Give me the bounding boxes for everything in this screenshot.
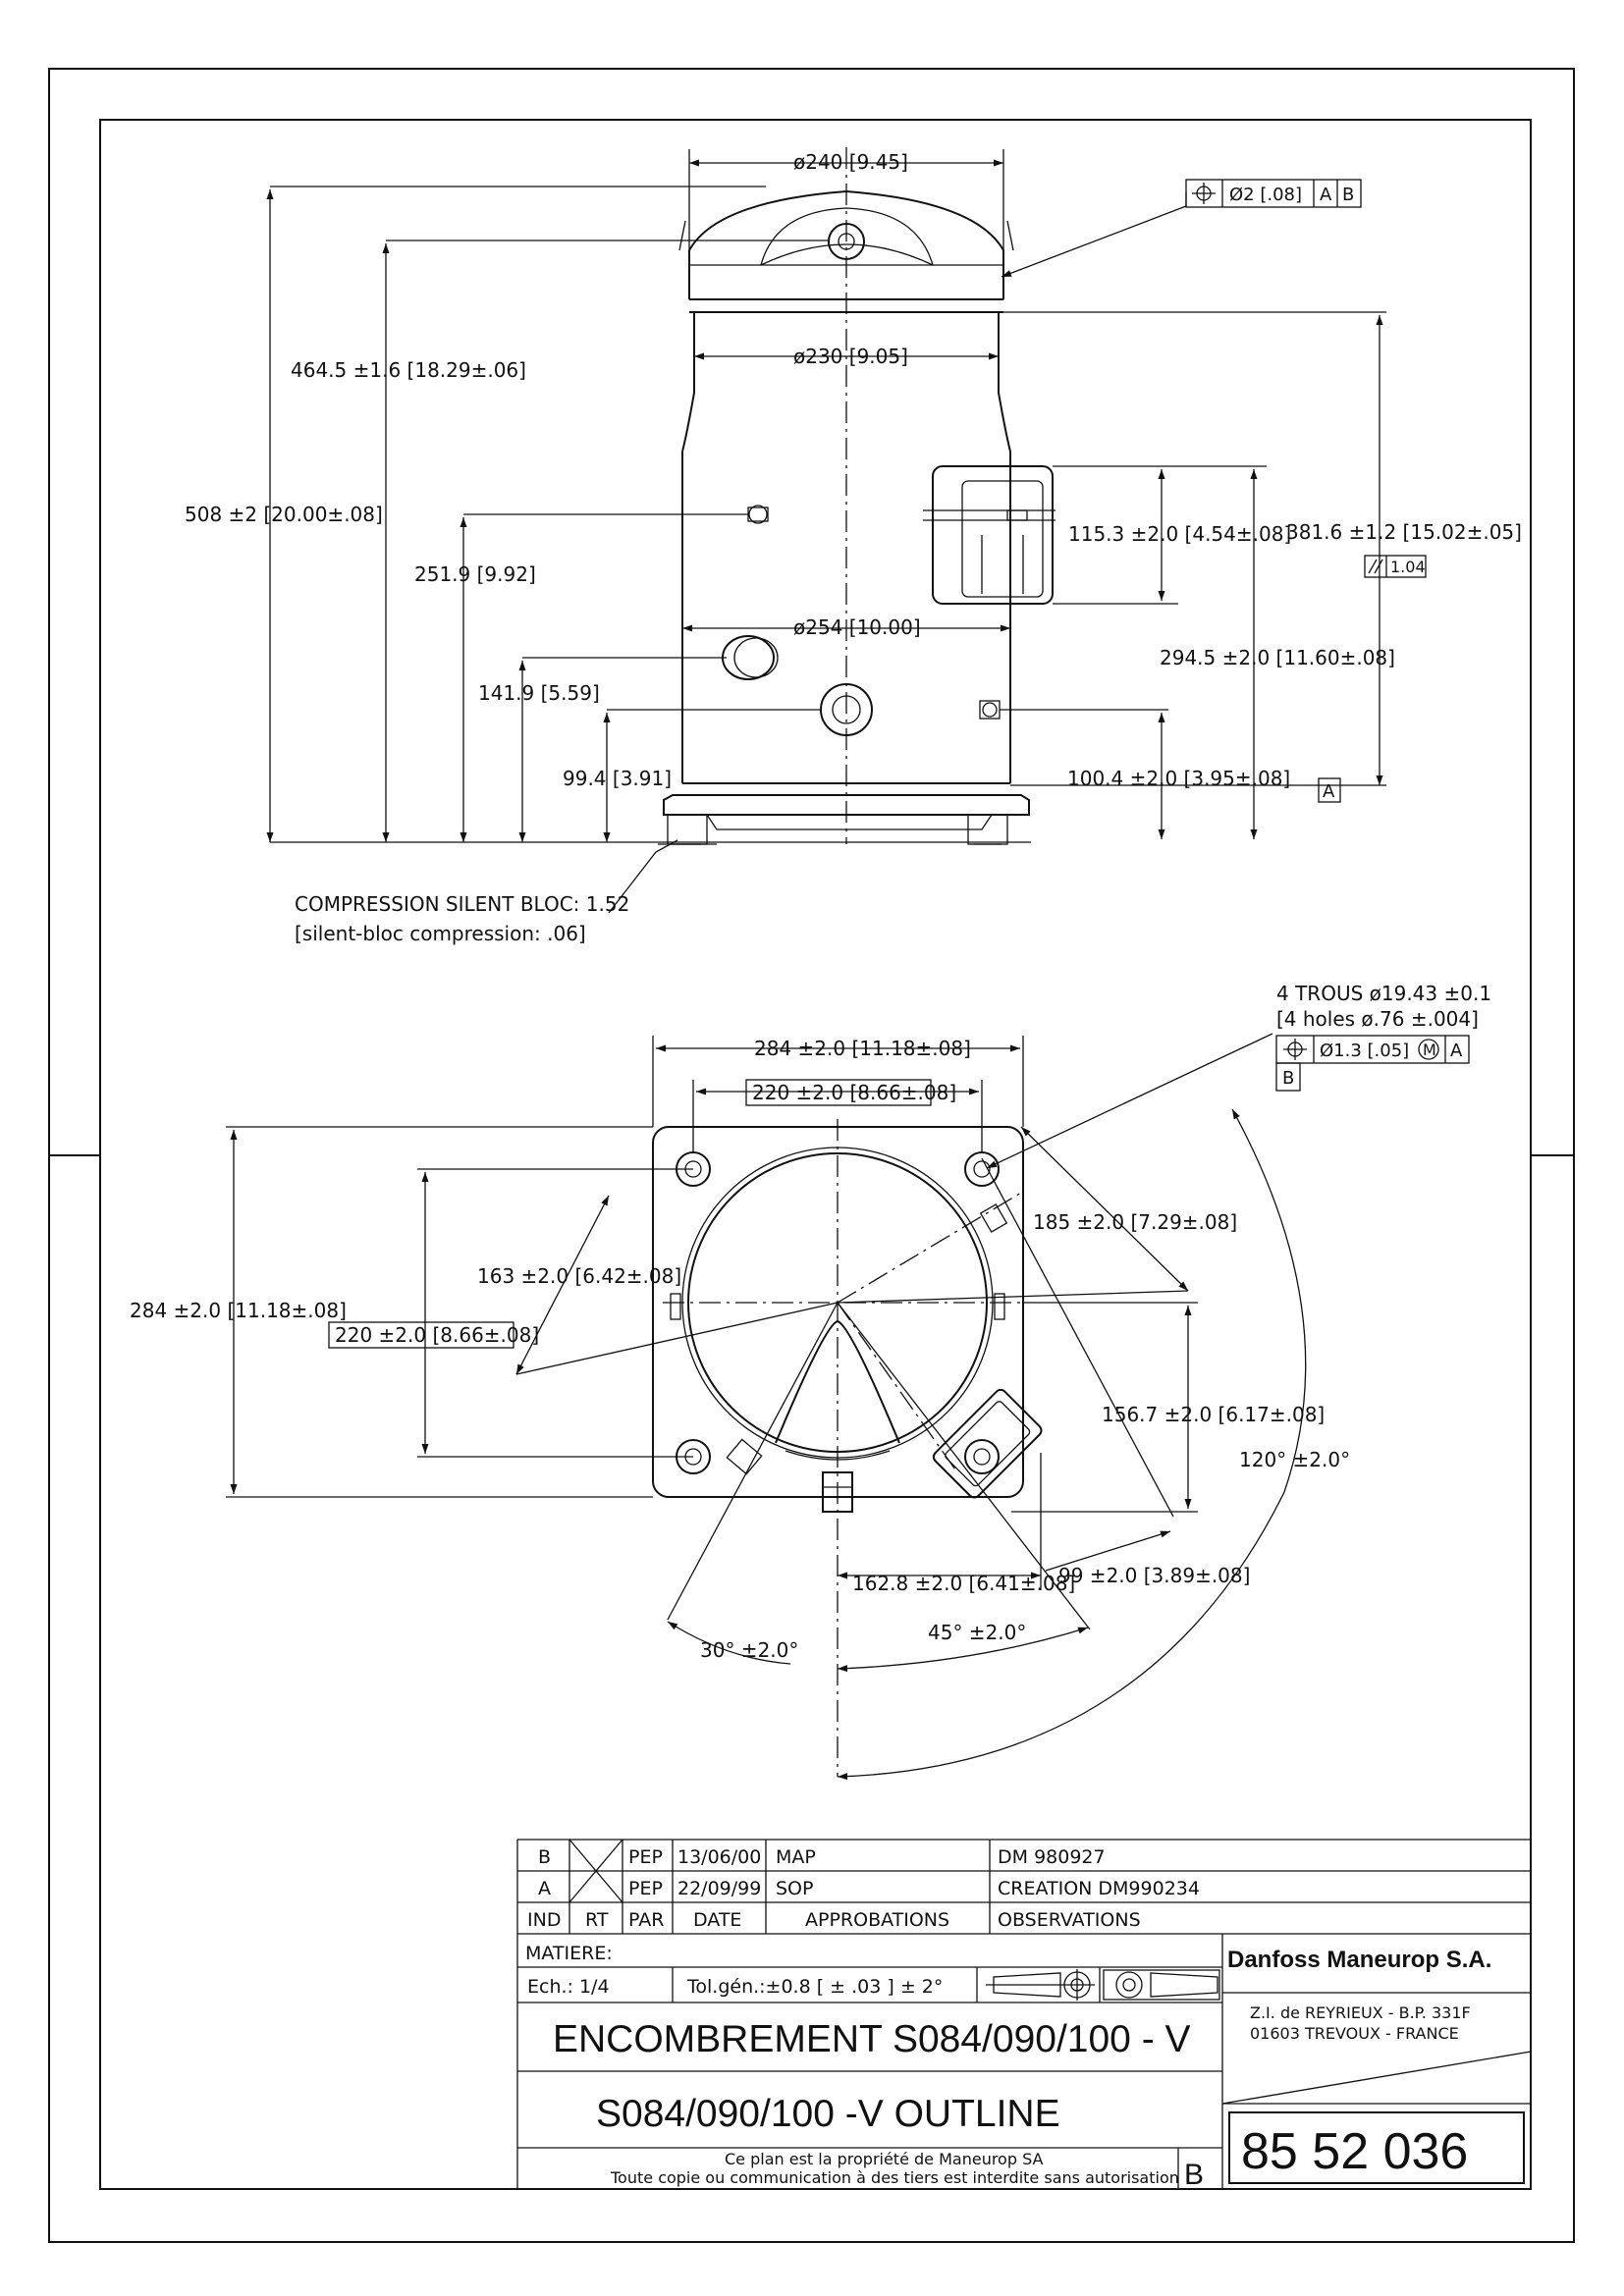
depth-outer-label: 284 ±2.0 [11.18±.08]: [130, 1299, 347, 1322]
title-french: ENCOMBREMENT S084/090/100 - V: [553, 2018, 1191, 2060]
datum-b-label: B: [1282, 1068, 1294, 1089]
depth-inner-box: [328, 1321, 514, 1349]
rev-a-date: 22/09/99: [677, 1878, 761, 1899]
rev-a-appro: SOP: [776, 1878, 813, 1899]
dia-mid-label: ø230 [9.05]: [793, 345, 908, 368]
holes-tol-value: Ø1.3 [.05]: [1320, 1041, 1409, 1061]
scale-label: Ech.: 1/4: [527, 1976, 610, 1998]
top-view: 4 TROUS ø19.43 ±0.1 [4 holes ø.76 ±.004]…: [130, 982, 1491, 1781]
radial-a-label: 163 ±2.0 [6.42±.08]: [477, 1264, 681, 1288]
height-b-label: 141.9 [5.59]: [478, 681, 600, 705]
height-suction-label: 464.5 ±1.6 [18.29±.06]: [291, 358, 526, 382]
title-block: B PEP 13/06/00 MAP DM 980927 A PEP 22/09…: [516, 1839, 1532, 2191]
title-english: S084/090/100 -V OUTLINE: [596, 2093, 1060, 2135]
header-approbations: APPROBATIONS: [805, 1909, 949, 1931]
angle-a-label: 30° ±2.0°: [700, 1638, 798, 1662]
position-tolerance-frame: Ø2 [.08] A B: [1185, 179, 1362, 208]
parallelism-icon: [1368, 559, 1383, 574]
holes-tol-modifier: M: [1423, 1041, 1436, 1059]
width-inner-label: 220 ±2.0 [8.66±.08]: [752, 1081, 956, 1104]
position-symbol-icon: [1283, 1039, 1307, 1060]
parallel-tol-value: 1.04: [1390, 558, 1426, 576]
holes-label: 4 TROUS ø19.43 ±0.1: [1276, 982, 1491, 1005]
position-tol-value: Ø2 [.08]: [1229, 185, 1302, 205]
offset-a-label: 156.7 ±2.0 [6.17±.08]: [1102, 1403, 1325, 1426]
radial-b-label: 185 ±2.0 [7.29±.08]: [1033, 1210, 1237, 1234]
height-overall-label: 508 ±2 [20.00±.08]: [185, 503, 383, 526]
height-a-label: 251.9 [9.92]: [414, 562, 536, 586]
company-address-2: 01603 TREVOUX - FRANCE: [1250, 2024, 1459, 2043]
holes-label-en: [4 holes ø.76 ±.004]: [1276, 1007, 1479, 1031]
revision-letter: B: [1184, 2159, 1204, 2191]
header-rt: RT: [585, 1909, 609, 1931]
parallel-tolerance-frame: 1.04: [1364, 555, 1427, 578]
max-material-icon: [1418, 1039, 1439, 1060]
box-height-label: 115.3 ±2.0 [4.54±.08]: [1068, 522, 1291, 546]
holes-tol-datum: A: [1450, 1041, 1463, 1061]
front-view: ø240 [9.45] ø230 [9.05] ø254 [10.00] Ø2 …: [185, 147, 1522, 945]
rev-b-ind: B: [538, 1846, 551, 1868]
rev-b-date: 13/06/00: [677, 1846, 761, 1868]
angle-b-label: 45° ±2.0°: [928, 1621, 1026, 1644]
height-e-label: 294.5 ±2.0 [11.60±.08]: [1160, 646, 1395, 669]
height-d-label: 381.6 ±1.2 [15.02±.05]: [1286, 520, 1522, 544]
position-symbol-icon: [1192, 183, 1216, 204]
angle-c-label: 120° ±2.0°: [1239, 1448, 1350, 1471]
position-tol-datum-b: B: [1342, 185, 1354, 205]
projection-symbol-icon: [986, 1969, 1220, 2001]
drawing-frame: [48, 68, 1575, 2243]
copy-notice: Toute copie ou communication à des tiers…: [610, 2168, 1179, 2187]
rev-a-ind: A: [538, 1878, 551, 1899]
datum-a-label: A: [1323, 781, 1335, 802]
rev-b-appro: MAP: [776, 1846, 816, 1868]
header-date: DATE: [693, 1909, 741, 1931]
company-name: Danfoss Maneurop S.A.: [1227, 1947, 1491, 1973]
dia-body-label: ø254 [10.00]: [793, 615, 921, 639]
header-par: PAR: [628, 1909, 664, 1931]
offset-c-label: 99 ±2.0 [3.89±.08]: [1058, 1564, 1250, 1587]
terminal-box-top: [932, 1388, 1043, 1499]
position-tol-datum-a: A: [1320, 185, 1332, 205]
matiere-label: MATIERE:: [525, 1943, 613, 1964]
width-outer-label: 284 ±2.0 [11.18±.08]: [754, 1037, 971, 1060]
offset-b-label: 162.8 ±2.0 [6.41±.08]: [852, 1572, 1075, 1595]
base-plate-outline: [652, 1126, 1043, 1513]
company-address-1: Z.I. de REYRIEUX - B.P. 331F: [1250, 2003, 1471, 2022]
silent-bloc-label: COMPRESSION SILENT BLOC: 1.52: [295, 892, 629, 916]
width-inner-box: [745, 1079, 932, 1106]
rev-a-obs: CREATION DM990234: [998, 1878, 1200, 1899]
rev-b-obs: DM 980927: [998, 1846, 1106, 1868]
front-dimension-lines: [266, 149, 1386, 914]
rev-b-par: PEP: [628, 1846, 663, 1868]
tolerance-label: Tol.gén.:±0.8 [ ± .03 ] ± 2°: [686, 1976, 943, 1998]
compressor-body: [658, 189, 1056, 845]
height-c-label: 99.4 [3.91]: [563, 767, 672, 790]
rev-a-par: PEP: [628, 1878, 663, 1899]
ownership-notice: Ce plan est la propriété de Maneurop SA: [725, 2150, 1044, 2168]
dia-top-label: ø240 [9.45]: [793, 150, 908, 174]
holes-tolerance-frame: Ø1.3 [.05] M A B: [1275, 1035, 1470, 1092]
drawing-number: 85 52 036: [1241, 2123, 1468, 2180]
top-dimension-lines: [226, 1033, 1307, 1781]
depth-inner-label: 220 ±2.0 [8.66±.08]: [335, 1323, 539, 1347]
height-f-label: 100.4 ±2.0 [3.95±.08]: [1067, 767, 1290, 790]
datum-a-box: [1318, 777, 1341, 803]
silent-bloc-label-en: [silent-bloc compression: .06]: [295, 922, 586, 945]
header-observations: OBSERVATIONS: [998, 1909, 1141, 1931]
header-ind: IND: [527, 1909, 561, 1931]
